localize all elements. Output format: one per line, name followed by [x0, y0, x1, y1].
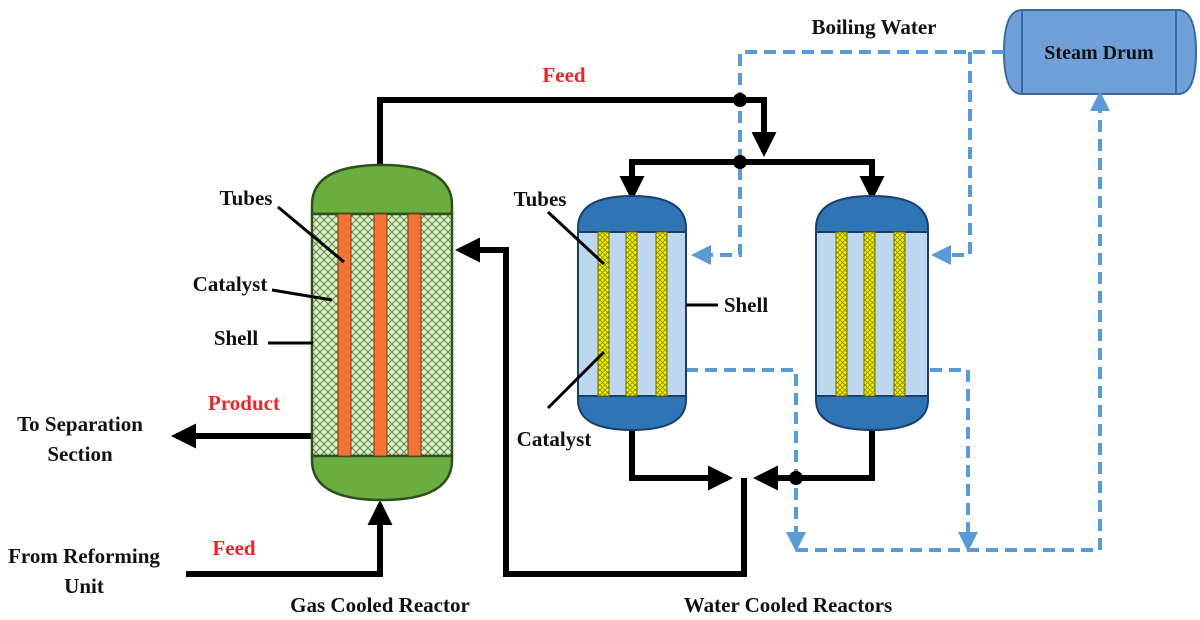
label-boiling-water: Boiling Water	[811, 15, 936, 39]
feed-split-right	[764, 159, 885, 202]
label-to-separation-line1: To Separation	[17, 412, 143, 436]
leader-tubes-right	[546, 210, 606, 266]
wcr-left-tube	[597, 231, 610, 397]
process-lines	[170, 97, 885, 577]
label-gas-cooled-reactor: Gas Cooled Reactor	[290, 593, 470, 617]
label-to-separation-line2: Section	[47, 442, 113, 466]
label-feed-bottom: Feed	[212, 536, 255, 560]
water-return-line-left	[686, 368, 806, 552]
leader-catalyst-right	[546, 350, 606, 410]
wcr-left-tube	[625, 231, 638, 397]
water-feed-line-left	[691, 50, 1004, 265]
label-from-reforming-line2: Unit	[64, 574, 104, 598]
label-tubes-right: Tubes	[514, 187, 567, 211]
label-shell-left: Shell	[214, 326, 259, 350]
label-water-cooled-reactors: Water Cooled Reactors	[684, 593, 892, 617]
wcr-combined-return	[454, 237, 747, 577]
water-return-line-right	[930, 368, 978, 552]
gas-reactor-outlet-to-wcr	[377, 97, 777, 170]
feed-split-left	[619, 159, 764, 202]
wcr-right-tube	[893, 231, 906, 397]
water-cooled-reactor-right	[815, 194, 929, 432]
reforming-feed-line	[186, 499, 393, 577]
label-tubes-left: Tubes	[220, 186, 273, 210]
wcr-left-tube	[655, 231, 668, 397]
label-steam-drum: Steam Drum	[1044, 42, 1154, 64]
wcr-right-tube	[863, 231, 876, 397]
gcr-tube	[407, 213, 422, 457]
label-product: Product	[208, 391, 280, 415]
steam-drum	[1002, 9, 1198, 95]
line-crossovers	[733, 93, 803, 485]
labels: Feed Boiling Water Steam Drum Tubes Cata…	[8, 15, 1154, 617]
leader-lines	[268, 205, 718, 410]
water-feed-line-right	[931, 52, 972, 265]
wcr-left-outlet	[629, 430, 734, 491]
gas-cooled-reactor	[310, 163, 454, 502]
label-from-reforming-line1: From Reforming	[8, 544, 160, 568]
gcr-tube	[373, 213, 388, 457]
water-return-header	[796, 91, 1110, 552]
wcr-right-outlet	[752, 430, 875, 491]
label-feed-top: Feed	[542, 63, 585, 87]
wcr-right-tube	[835, 231, 848, 397]
water-cooled-reactor-left	[577, 194, 687, 432]
leader-catalyst-left	[271, 288, 333, 302]
gcr-tube	[337, 213, 352, 457]
leader-tubes-left	[277, 205, 345, 264]
label-catalyst-right: Catalyst	[517, 427, 592, 451]
label-shell-right: Shell	[724, 293, 769, 317]
boiling-water-lines	[686, 50, 1110, 552]
label-catalyst-left: Catalyst	[193, 272, 268, 296]
